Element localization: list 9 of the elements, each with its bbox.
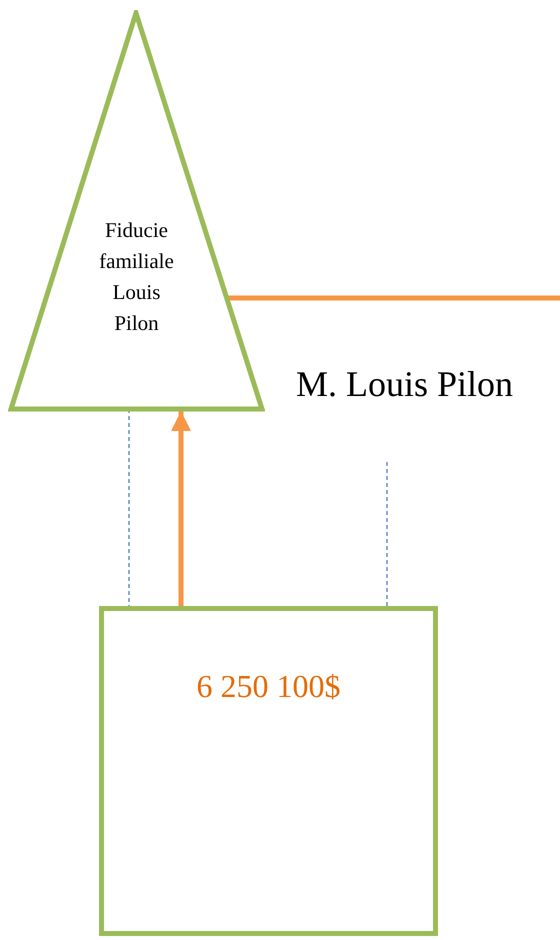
triangle-node <box>8 10 265 412</box>
dashed-line <box>128 409 130 606</box>
company-box <box>99 606 438 936</box>
person-name: M. Louis Pilon <box>296 363 514 406</box>
node-label: Fiducie familiale Louis Pilon <box>98 217 175 337</box>
connector-line <box>226 296 560 300</box>
arrow <box>171 411 191 606</box>
dashed-line <box>386 462 388 606</box>
amount-text: 6 250 100$ <box>196 667 342 706</box>
